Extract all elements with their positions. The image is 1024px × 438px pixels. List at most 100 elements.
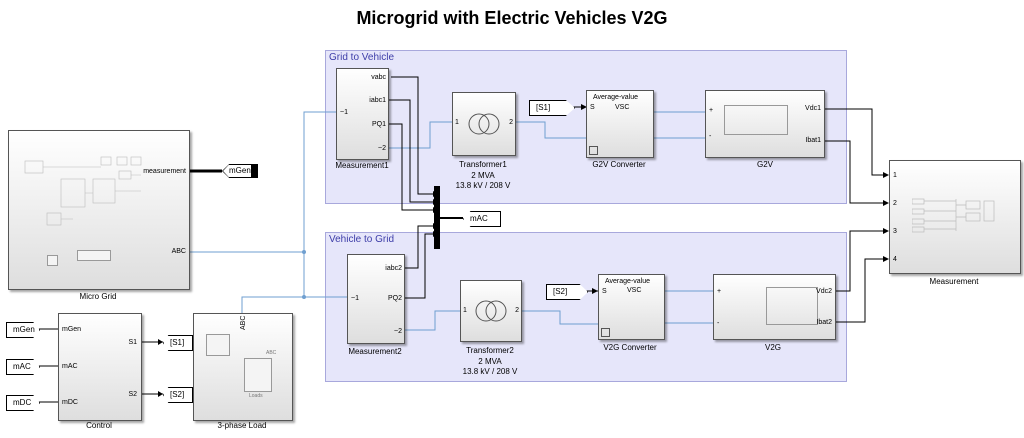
mgen-goto-tag-label: mGen: [223, 165, 251, 177]
wire-iabc1: [388, 99, 433, 203]
v2g-conv-label2: VSC: [627, 287, 642, 294]
wire-trafo2-v2gconv: [520, 310, 598, 325]
g2v-conv-label1: Average-value: [593, 94, 639, 101]
wire-vdc2: [834, 230, 883, 292]
measurement2-block[interactable]: iabc2 PQ2 ~1 ~2: [347, 254, 405, 344]
v2g-conv-label1: Average-value: [605, 278, 651, 285]
load-inner-loads-label: Loads: [249, 393, 263, 399]
meas1-in1-port: ~1: [340, 109, 348, 116]
mac-goto-tag[interactable]: mAC: [463, 211, 501, 227]
v2g-inner-circuit: [766, 287, 818, 325]
transformer2-voltage: 13.8 kV / 208 V: [462, 367, 518, 376]
mgen-from-tag[interactable]: mGen: [6, 322, 40, 338]
g2v-converter-block[interactable]: Average-value VSC S: [586, 90, 654, 158]
g2v-ibat1-port: Ibat1: [805, 137, 821, 144]
measurement1-block[interactable]: vabc iabc1 PQ1 ~1 ~2: [336, 68, 389, 160]
load-inner-source: [206, 334, 230, 356]
mux-bar[interactable]: [434, 186, 440, 249]
diagram-title: Microgrid with Electric Vehicles V2G: [356, 8, 668, 28]
transformer1-voltage: 13.8 kV / 208 V: [455, 181, 511, 190]
measurement-block[interactable]: 1 2 3 4: [889, 160, 1021, 274]
v2g-converter-block[interactable]: Average-value VSC S: [598, 274, 665, 340]
g2v-minus-port: -: [709, 133, 712, 140]
g2v-conv-s-port: S: [590, 104, 595, 111]
grid-to-vehicle-label: Grid to Vehicle: [329, 52, 395, 63]
trafo2-p1: 1: [463, 307, 467, 314]
wire-pq2: [403, 233, 433, 299]
control-mdc-port: mDC: [62, 399, 78, 406]
wire-ibat2: [834, 258, 883, 323]
meas2-in1-port: ~1: [351, 295, 359, 302]
meas1-vabc-port: vabc: [371, 74, 386, 81]
vehicle-to-grid-label: Vehicle to Grid: [329, 234, 395, 245]
v2g-plus-port: +: [717, 288, 722, 295]
wire-microgrid-meas1: [188, 111, 340, 253]
micro-grid-caption: Micro Grid: [79, 292, 117, 301]
transformer1-block[interactable]: 1 2: [452, 92, 516, 156]
measurement1-caption: Measurement1: [335, 161, 389, 170]
control-mac-port: mAC: [62, 363, 78, 370]
micro-grid-load-box: [77, 250, 111, 261]
three-phase-load-block[interactable]: ABC ABC Loads: [193, 313, 293, 421]
g2v-inner-circuit: [724, 105, 788, 135]
meas1-iabc1-port: iabc1: [369, 97, 386, 104]
g2v-conv-config-icon[interactable]: [589, 146, 598, 155]
control-block[interactable]: mGen mAC mDC S1 S2: [58, 313, 142, 421]
wire-microgrid-meas2: [303, 252, 347, 298]
g2v-plus-port: +: [709, 107, 714, 114]
control-s2-port: S2: [128, 391, 137, 398]
meas2-iabc2-port: iabc2: [385, 265, 402, 272]
wire-load-bus: [241, 296, 304, 313]
mac-from-tag[interactable]: mAC: [6, 359, 40, 375]
meas1-pq1-port: PQ1: [371, 121, 386, 128]
micro-grid-schematic: [24, 156, 142, 226]
transformer2-caption: Transformer2: [466, 346, 514, 355]
load-inner-loads: [244, 358, 272, 392]
wire-meas2-trafo2: [380, 310, 460, 331]
meas2-in2-port: ~2: [394, 328, 402, 335]
s2-from-tag[interactable]: [S2]: [546, 284, 588, 300]
s2-goto-tag[interactable]: [S2]: [163, 387, 193, 403]
g2v-converter-caption: G2V Converter: [592, 160, 646, 169]
micro-grid-measurement-port: measurement: [143, 168, 186, 175]
micro-grid-inner-diagram: [23, 153, 143, 233]
micro-grid-abc-port: ABC: [171, 248, 186, 255]
measurement-caption: Measurement: [929, 277, 979, 286]
trafo1-p1: 1: [455, 119, 459, 126]
s1-goto-tag[interactable]: [S1]: [163, 335, 193, 351]
load-inner-abc-label: ABC: [266, 350, 277, 356]
v2g-conv-s-port: S: [602, 288, 607, 295]
measurement-in1: 1: [893, 172, 897, 179]
g2v-conv-label2: VSC: [615, 104, 630, 111]
mdc-from-tag[interactable]: mDC: [6, 395, 40, 411]
meas1-in2-port: ~2: [378, 145, 386, 152]
wire-iabc2: [403, 225, 433, 269]
s1-from-tag[interactable]: [S1]: [529, 100, 575, 116]
wire-vabc: [391, 76, 433, 195]
wire-pq1: [387, 123, 433, 211]
micro-grid-block[interactable]: measurement ABC: [8, 130, 190, 290]
g2v-vdc1-port: Vdc1: [805, 105, 821, 112]
control-caption: Control: [86, 421, 112, 430]
measurement-schematic: [911, 198, 995, 233]
v2g-vdc2-port: Vdc2: [816, 288, 832, 295]
v2g-conv-config-icon[interactable]: [601, 328, 610, 337]
meas2-pq2-port: PQ2: [387, 295, 402, 302]
wire-vdc1: [823, 108, 883, 176]
micro-grid-small-box: [47, 255, 58, 266]
v2g-minus-port: -: [717, 320, 720, 327]
control-mgen-port: mGen: [62, 326, 82, 333]
v2g-block[interactable]: + - Vdc2 Ibat2: [713, 274, 836, 340]
g2v-caption: G2V: [756, 160, 773, 169]
control-s1-port: S1: [128, 339, 137, 346]
measurement-in2: 2: [893, 200, 897, 207]
g2v-block[interactable]: + - Vdc1 Ibat1: [705, 90, 825, 158]
v2g-converter-caption: V2G Converter: [603, 343, 657, 352]
transformer2-rating: 2 MVA: [478, 357, 502, 366]
wire-trafo1-g2vconv: [515, 121, 586, 139]
measurement-inner-diagram: [911, 193, 996, 233]
measurement2-caption: Measurement2: [348, 347, 402, 356]
transformer1-rating: 2 MVA: [471, 171, 495, 180]
transformer2-block[interactable]: 1 2: [460, 280, 522, 342]
